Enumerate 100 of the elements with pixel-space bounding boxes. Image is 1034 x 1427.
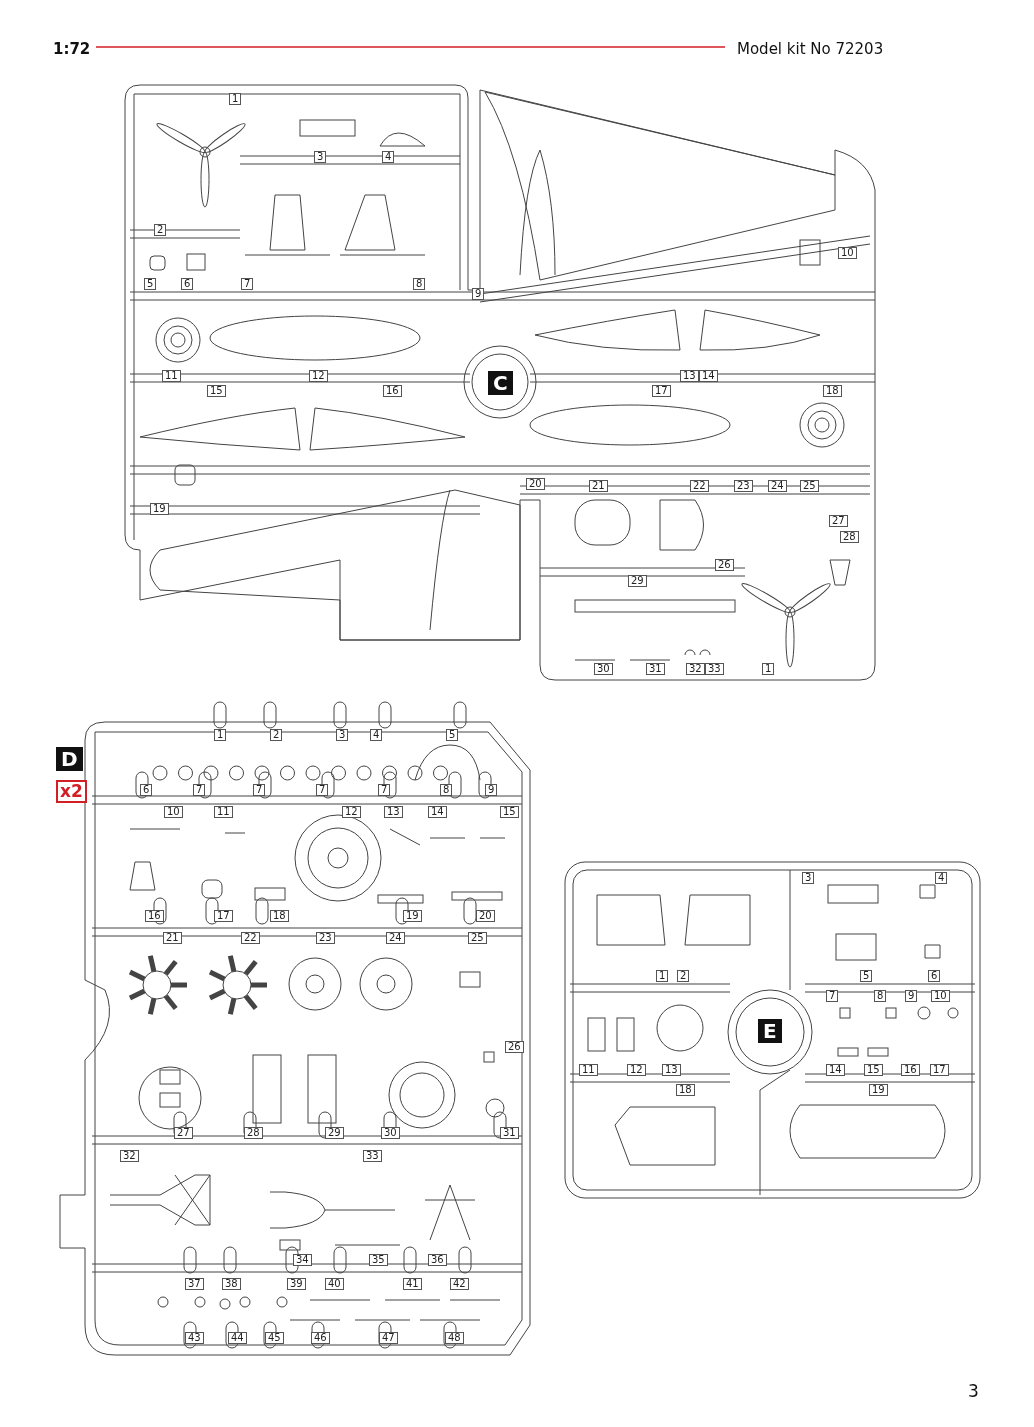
part-number: 33: [363, 1150, 382, 1162]
part-number: 5: [144, 278, 157, 290]
part-number: 33: [705, 663, 724, 675]
part-number: 7: [316, 784, 329, 796]
part-number: 43: [185, 1332, 204, 1344]
part-number: 28: [840, 531, 859, 543]
part-number: 39: [287, 1278, 306, 1290]
part-number: 13: [680, 370, 699, 382]
part-number: 4: [935, 872, 948, 884]
part-number: 12: [309, 370, 328, 382]
part-number: 38: [222, 1278, 241, 1290]
part-number: 26: [715, 559, 734, 571]
part-number: 14: [699, 370, 718, 382]
part-number: 11: [162, 370, 181, 382]
part-number: 17: [930, 1064, 949, 1076]
part-number: 19: [869, 1084, 888, 1096]
part-number: 41: [403, 1278, 422, 1290]
part-number: 7: [378, 784, 391, 796]
part-number: 18: [270, 910, 289, 922]
part-number: 3: [314, 151, 327, 163]
part-number: 17: [214, 910, 233, 922]
quantity-label: x2: [56, 780, 87, 803]
part-number: 35: [369, 1254, 388, 1266]
sprue-letter: D: [56, 747, 83, 771]
part-number: 16: [901, 1064, 920, 1076]
part-number: 7: [826, 990, 839, 1002]
part-number: 21: [589, 480, 608, 492]
part-number: 20: [476, 910, 495, 922]
part-number: 46: [311, 1332, 330, 1344]
part-number: 8: [440, 784, 453, 796]
part-number: 2: [677, 970, 690, 982]
part-number: 15: [207, 385, 226, 397]
part-number: 10: [838, 247, 857, 259]
part-number: 7: [253, 784, 266, 796]
part-number: 19: [150, 503, 169, 515]
part-number: 24: [768, 480, 787, 492]
part-number: 23: [734, 480, 753, 492]
sprue-letter: E: [758, 1019, 782, 1043]
part-number: 15: [864, 1064, 883, 1076]
part-number: 5: [446, 729, 459, 741]
part-number: 1: [762, 663, 775, 675]
part-number: 27: [174, 1127, 193, 1139]
part-number: 30: [594, 663, 613, 675]
part-number: 12: [342, 806, 361, 818]
part-number: 9: [905, 990, 918, 1002]
part-number: 36: [428, 1254, 447, 1266]
part-number: 7: [241, 278, 254, 290]
part-number: 31: [646, 663, 665, 675]
part-number: 29: [628, 575, 647, 587]
part-number: 24: [386, 932, 405, 944]
part-number: 34: [293, 1254, 312, 1266]
part-number: 29: [325, 1127, 344, 1139]
part-number: 23: [316, 932, 335, 944]
part-number: 45: [265, 1332, 284, 1344]
part-number: 21: [163, 932, 182, 944]
part-number: 13: [662, 1064, 681, 1076]
part-number: 1: [214, 729, 227, 741]
part-number: 4: [370, 729, 383, 741]
part-number: 16: [383, 385, 402, 397]
part-number: 5: [860, 970, 873, 982]
part-number: 47: [379, 1332, 398, 1344]
part-number: 8: [874, 990, 887, 1002]
page-number: 3: [968, 1383, 979, 1400]
part-number: 20: [526, 478, 545, 490]
part-number: 10: [931, 990, 950, 1002]
part-number: 42: [450, 1278, 469, 1290]
part-number: 25: [468, 932, 487, 944]
part-number: 3: [802, 872, 815, 884]
part-number: 22: [241, 932, 260, 944]
part-number: 26: [505, 1041, 524, 1053]
part-number: 2: [270, 729, 283, 741]
part-number: 16: [145, 910, 164, 922]
part-number: 19: [403, 910, 422, 922]
part-number: 1: [229, 93, 242, 105]
part-number: 10: [164, 806, 183, 818]
part-number: 32: [686, 663, 705, 675]
part-number: 37: [185, 1278, 204, 1290]
part-number: 9: [472, 288, 485, 300]
part-number: 14: [826, 1064, 845, 1076]
part-number: 2: [154, 224, 167, 236]
part-number: 6: [181, 278, 194, 290]
part-number: 14: [428, 806, 447, 818]
part-number: 22: [690, 480, 709, 492]
part-number: 6: [140, 784, 153, 796]
part-number: 4: [382, 151, 395, 163]
part-number: 31: [500, 1127, 519, 1139]
part-number: 1: [656, 970, 669, 982]
sprue-letter: C: [488, 371, 513, 395]
part-number: 15: [500, 806, 519, 818]
part-number: 9: [485, 784, 498, 796]
part-number: 11: [214, 806, 233, 818]
part-number: 32: [120, 1150, 139, 1162]
part-number: 12: [627, 1064, 646, 1076]
part-number: 44: [228, 1332, 247, 1344]
part-number: 13: [384, 806, 403, 818]
part-number: 28: [244, 1127, 263, 1139]
part-number: 11: [579, 1064, 598, 1076]
part-number: 6: [928, 970, 941, 982]
part-number: 17: [652, 385, 671, 397]
part-number: 8: [413, 278, 426, 290]
